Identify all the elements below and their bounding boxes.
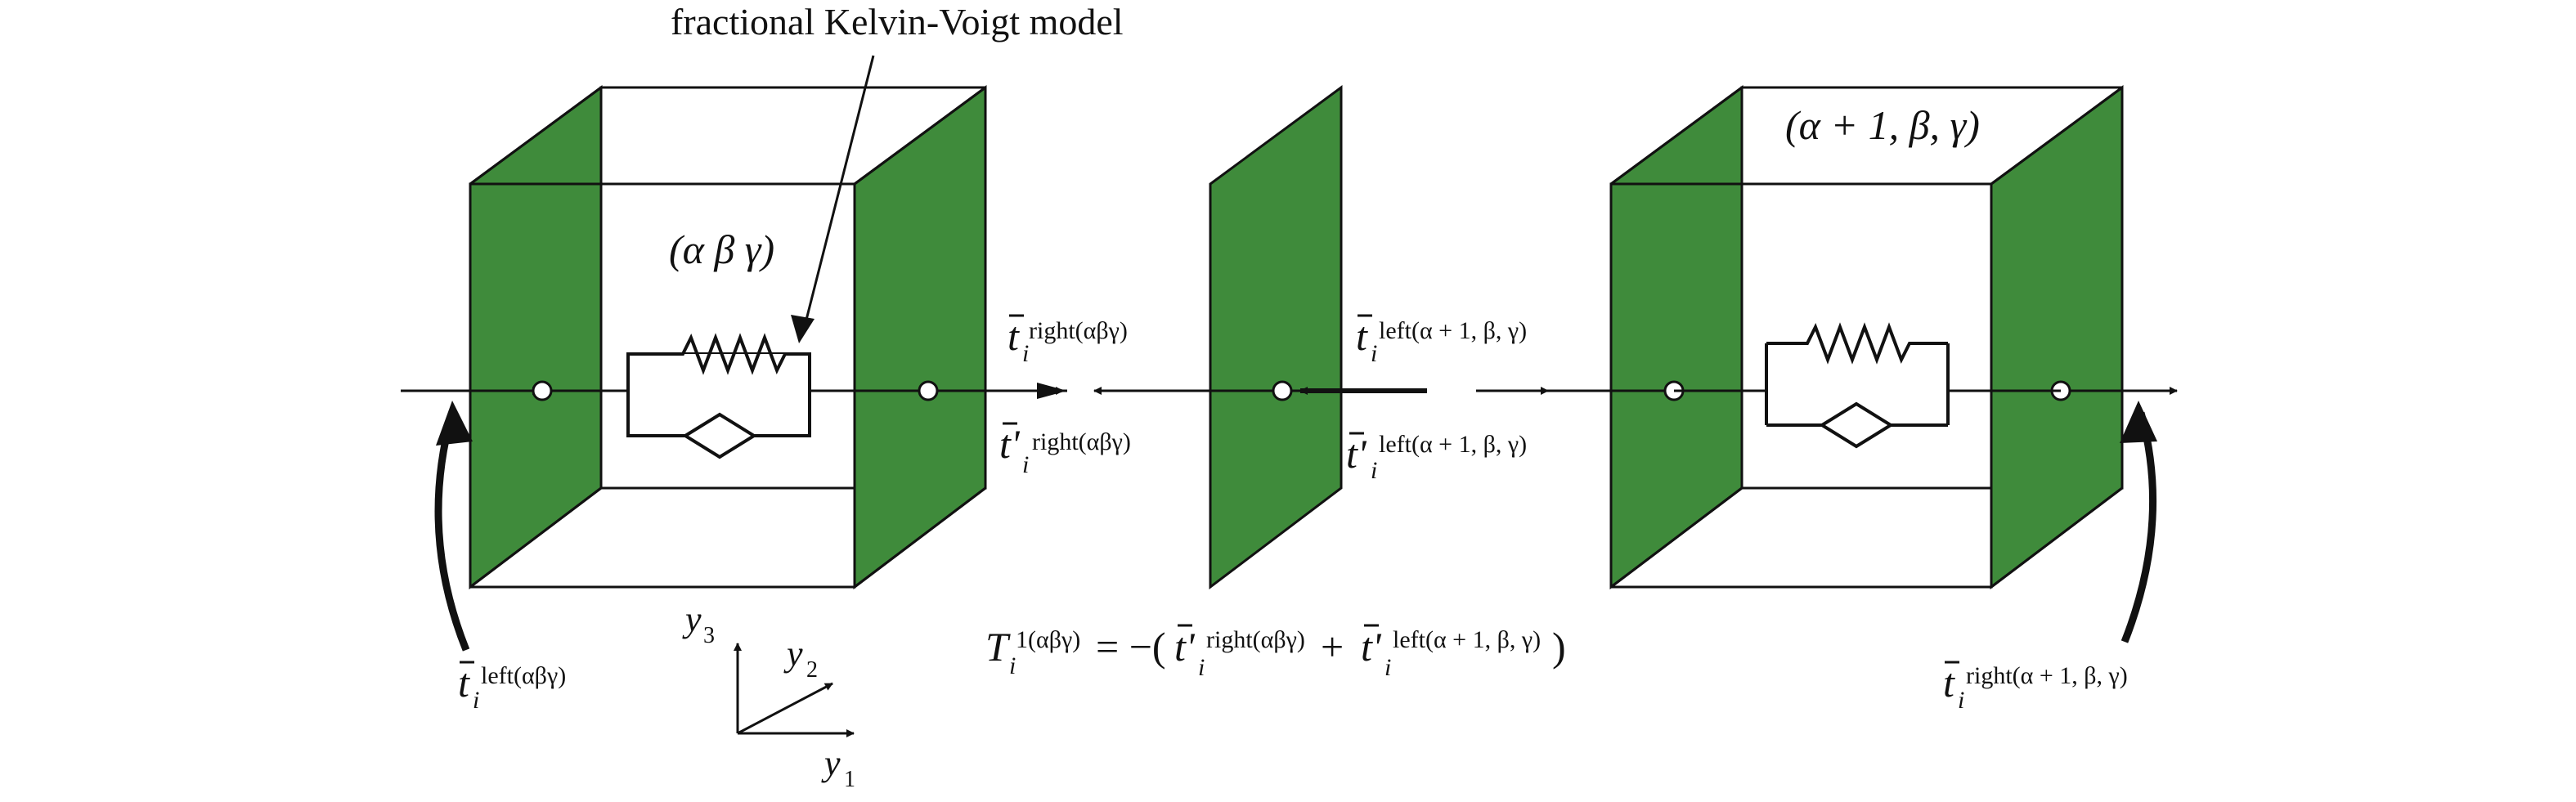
svg-text:1(αβγ): 1(αβγ) — [1016, 626, 1080, 653]
svg-text:i: i — [1198, 654, 1205, 681]
right-curved-traction-arrow — [2120, 411, 2157, 643]
svg-text:t': t' — [1174, 624, 1196, 670]
svg-text:right(αβγ): right(αβγ) — [1029, 317, 1128, 344]
svg-text:3: 3 — [703, 623, 715, 648]
svg-text:right(αβγ): right(αβγ) — [1032, 428, 1131, 455]
left-cube-left-panel — [469, 85, 603, 590]
right-cube-left-panel — [1609, 85, 1744, 590]
svg-text:i: i — [1958, 687, 1964, 714]
traction-prime-right-abg: t' i right(αβγ) — [999, 421, 1131, 478]
y3-label: y — [682, 599, 702, 639]
svg-text:t: t — [458, 660, 470, 706]
traction-right-abg: t i right(αβγ) — [1008, 313, 1128, 367]
svg-text:t: t — [1008, 313, 1020, 359]
svg-text:t': t' — [999, 421, 1021, 467]
callout-arrow — [804, 55, 875, 324]
svg-text:i: i — [1371, 457, 1377, 484]
right-kelvin-voigt-element — [1674, 322, 2061, 449]
traction-left-a1bg: t i left(α + 1, β, γ) — [1356, 313, 1527, 367]
traction-right-a1bg: t i right(α + 1, β, γ) — [1943, 660, 2128, 714]
left-curved-arrowhead-icon — [436, 401, 473, 446]
left-curved-traction-arrow — [434, 411, 470, 652]
cell-right-index-label: (α + 1, β, γ) — [1785, 102, 1980, 148]
y2-label: y — [783, 634, 803, 674]
svg-text:i: i — [1384, 654, 1391, 681]
svg-text:t': t' — [1361, 624, 1382, 670]
callout-arrowhead-icon — [791, 315, 815, 343]
svg-text:left(α + 1, β, γ): left(α + 1, β, γ) — [1393, 626, 1541, 653]
svg-text:right(α + 1, β, γ): right(α + 1, β, γ) — [1966, 662, 2128, 689]
svg-text:left(α + 1, β, γ): left(α + 1, β, γ) — [1379, 431, 1527, 458]
svg-text:2: 2 — [806, 657, 818, 683]
left-cube-right-node — [918, 380, 939, 401]
axis-labels: y 3 y 2 y 1 — [682, 599, 855, 792]
spring-icon — [1766, 322, 1948, 365]
svg-text:t: t — [1943, 660, 1955, 706]
right-cube-front-face — [1609, 182, 1993, 589]
left-kelvin-voigt-element — [626, 333, 811, 459]
svg-text:1: 1 — [844, 767, 855, 792]
interface-equation: T i 1(αβγ) = −( t' i right(αβγ) + t' i l… — [985, 624, 1566, 681]
svg-text:i: i — [1371, 340, 1377, 367]
svg-text:= −(: = −( — [1096, 624, 1166, 670]
svg-text:i: i — [1022, 340, 1029, 367]
left-cube-left-node — [532, 380, 553, 401]
svg-text:left(αβγ): left(αβγ) — [481, 662, 566, 689]
svg-text:left(α + 1, β, γ): left(α + 1, β, γ) — [1379, 317, 1527, 344]
y2-axis — [737, 682, 833, 735]
svg-text:right(αβγ): right(αβγ) — [1206, 626, 1305, 653]
svg-text:T: T — [985, 624, 1011, 670]
svg-text:i: i — [1022, 451, 1029, 478]
svg-text:i: i — [473, 687, 479, 714]
cell-left-index-label: (α β γ) — [669, 226, 774, 272]
svg-text:): ) — [1552, 624, 1566, 670]
model-callout-label: fractional Kelvin-Voigt model — [671, 1, 1124, 43]
svg-text:t': t' — [1346, 431, 1367, 477]
interface-panel — [1093, 85, 1427, 590]
traction-prime-left-a1bg: t' i left(α + 1, β, γ) — [1346, 431, 1527, 484]
interface-green-panel — [1209, 85, 1343, 590]
y1-label: y — [821, 743, 841, 783]
traction-left-abg: t i left(αβγ) — [458, 660, 566, 714]
spring-icon — [628, 333, 810, 375]
right-cube — [1476, 85, 2178, 590]
coordinate-axes — [734, 643, 855, 737]
svg-text:t: t — [1356, 313, 1368, 359]
left-cube — [401, 85, 1067, 590]
svg-text:i: i — [1009, 652, 1016, 679]
left-cube-front-face — [469, 182, 856, 589]
interface-node — [1272, 380, 1293, 401]
right-curved-arrowhead-icon — [2120, 401, 2157, 443]
svg-text:+: + — [1321, 624, 1344, 670]
